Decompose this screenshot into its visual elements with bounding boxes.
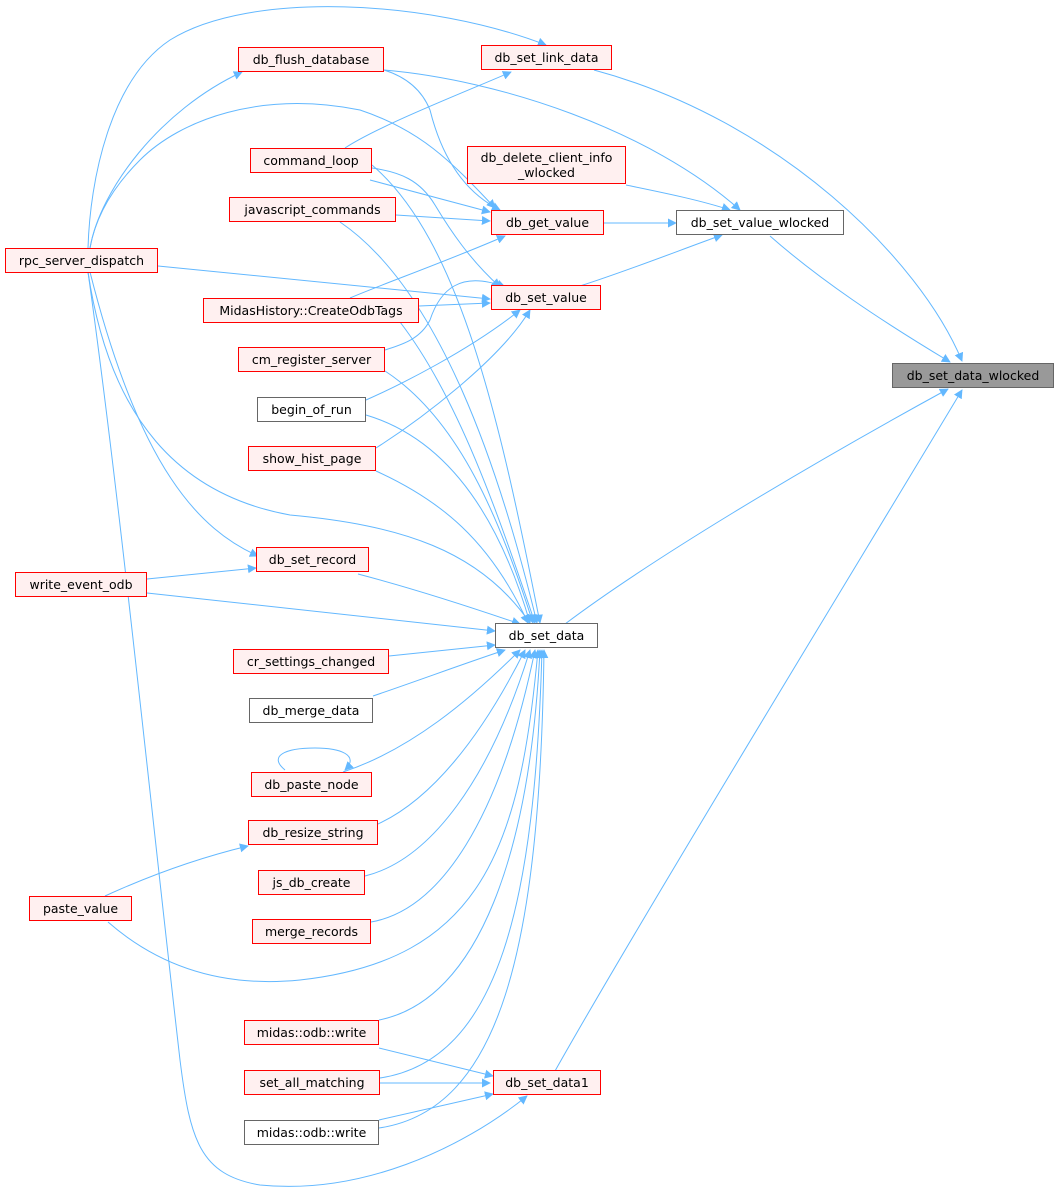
node-write_event_odb[interactable]: write_event_odb bbox=[15, 572, 147, 597]
edge-write_event_odb-to-db_set_data bbox=[146, 592, 496, 635]
edge-rpc-to-db_set_data bbox=[87, 271, 531, 624]
edge-midas_write2-to-db_set_data bbox=[378, 649, 549, 1129]
node-db_set_data1[interactable]: db_set_data1 bbox=[493, 1070, 601, 1095]
edge-db_paste_node-self bbox=[277, 747, 354, 771]
edge-db_merge-to-db_set_data bbox=[372, 648, 506, 697]
edge-db_paste_node-to-db_set_data bbox=[342, 649, 521, 773]
edge-write_event_odb-to-db_set_record bbox=[146, 564, 257, 580]
node-cr_settings_changed[interactable]: cr_settings_changed bbox=[233, 649, 389, 674]
node-paste_value[interactable]: paste_value bbox=[29, 896, 132, 921]
edge-rpc-to-db_set_value bbox=[157, 265, 491, 303]
node-javascript_commands[interactable]: javascript_commands bbox=[229, 197, 396, 222]
edge-cm_register-to-db_set_value bbox=[384, 279, 506, 351]
node-set_all_matching[interactable]: set_all_matching bbox=[244, 1070, 380, 1095]
edge-midas_write2-to-db_set_data1 bbox=[378, 1091, 494, 1121]
edge-db_set_value-to-value_wlocked bbox=[579, 233, 723, 287]
edge-javascript-to-db_set_data bbox=[339, 221, 540, 624]
edge-db_set_data-to-wlocked bbox=[564, 388, 949, 625]
node-db_paste_node[interactable]: db_paste_node bbox=[251, 772, 372, 797]
edge-db_set_record-to-db_set_data bbox=[357, 573, 521, 626]
edge-db_set_data1-to-wlocked bbox=[554, 389, 963, 1072]
edge-db_flush-to-db_get_value bbox=[383, 69, 501, 211]
node-db_set_record[interactable]: db_set_record bbox=[256, 547, 369, 572]
edge-rpc-to-db_set_link_data bbox=[87, 6, 547, 249]
node-db_flush_database[interactable]: db_flush_database bbox=[238, 47, 384, 72]
edge-show_hist-to-db_set_value bbox=[375, 309, 531, 449]
node-db_set_data_wlocked: db_set_data_wlocked bbox=[892, 363, 1054, 388]
edge-delete_client-to-value_wlocked bbox=[625, 184, 731, 212]
edge-command_loop-to-db_set_link_data bbox=[344, 71, 512, 149]
node-MidasHistory-CreateOdbTags[interactable]: MidasHistory::CreateOdbTags bbox=[203, 298, 419, 323]
node-label-line1: db_delete_client_info bbox=[480, 150, 613, 165]
edge-midas_write1-to-db_set_data bbox=[378, 649, 545, 1021]
edge-db_set_link_data-to-wlocked bbox=[593, 69, 964, 362]
edge-db_resize-to-db_set_data bbox=[377, 649, 526, 825]
node-db_set_link_data[interactable]: db_set_link_data bbox=[481, 45, 612, 70]
edge-MidasHistory-to-db_get_value bbox=[349, 235, 506, 299]
node-db_set_data[interactable]: db_set_data bbox=[495, 623, 598, 648]
node-db_set_value[interactable]: db_set_value bbox=[491, 285, 601, 310]
node-merge_records[interactable]: merge_records bbox=[252, 919, 371, 944]
node-begin_of_run[interactable]: begin_of_run bbox=[257, 397, 366, 422]
node-cm_register_server[interactable]: cm_register_server bbox=[238, 347, 385, 372]
edge-midas_write1-to-db_set_data1 bbox=[378, 1047, 494, 1079]
edge-rpc-to-db_set_record bbox=[89, 271, 259, 557]
node-db_set_value_wlocked[interactable]: db_set_value_wlocked bbox=[676, 210, 844, 235]
edge-MidasHistory-to-db_set_data bbox=[399, 321, 537, 624]
edge-rpc-to-db_set_data1 bbox=[87, 271, 528, 1187]
node-db_get_value[interactable]: db_get_value bbox=[491, 210, 604, 235]
edge-js_db_create-to-db_set_data bbox=[364, 649, 532, 877]
node-command_loop[interactable]: command_loop bbox=[250, 148, 372, 173]
edge-db_flush-to-value_wlocked bbox=[383, 69, 741, 211]
edge-command_loop-to-db_get_value bbox=[369, 179, 491, 215]
edge-command_loop-to-db_set_value bbox=[371, 167, 501, 288]
node-show_hist_page[interactable]: show_hist_page bbox=[248, 446, 376, 471]
edge-set_all_matching-to-db_set_data bbox=[379, 649, 547, 1079]
edge-begin_of_run-to-db_set_data bbox=[365, 414, 533, 624]
node-db_resize_string[interactable]: db_resize_string bbox=[248, 820, 378, 845]
node-midas-odb-write-2[interactable]: midas::odb::write bbox=[244, 1120, 379, 1145]
node-db_delete_client_info_wlocked[interactable]: db_delete_client_info _wlocked bbox=[467, 146, 626, 184]
node-rpc_server_dispatch[interactable]: rpc_server_dispatch bbox=[5, 248, 158, 273]
node-js_db_create[interactable]: js_db_create bbox=[258, 870, 365, 895]
edge-rpc-to-db_get_value bbox=[89, 103, 496, 249]
edge-begin_of_run-to-db_set_value bbox=[365, 309, 521, 401]
edge-show_hist-to-db_set_data bbox=[375, 470, 529, 624]
edge-cr_settings-to-db_set_data bbox=[388, 641, 496, 657]
edge-command_loop-to-db_set_data bbox=[371, 164, 543, 624]
edge-MidasHistory-to-db_set_value bbox=[418, 298, 491, 308]
node-midas-odb-write-1[interactable]: midas::odb::write bbox=[244, 1020, 379, 1045]
edge-paste_value-to-db_resize bbox=[104, 843, 249, 897]
node-label-line2: _wlocked bbox=[518, 165, 575, 180]
edge-rpc-to-db_flush_database bbox=[89, 71, 243, 249]
node-db_merge_data[interactable]: db_merge_data bbox=[249, 698, 373, 723]
edge-paste_value-to-db_set_data bbox=[107, 649, 542, 982]
edge-merge_records-to-db_set_data bbox=[370, 649, 538, 923]
edge-cm_register-to-db_set_data bbox=[384, 370, 535, 624]
edge-db_set_value_wlocked-to-wlocked bbox=[769, 235, 951, 363]
